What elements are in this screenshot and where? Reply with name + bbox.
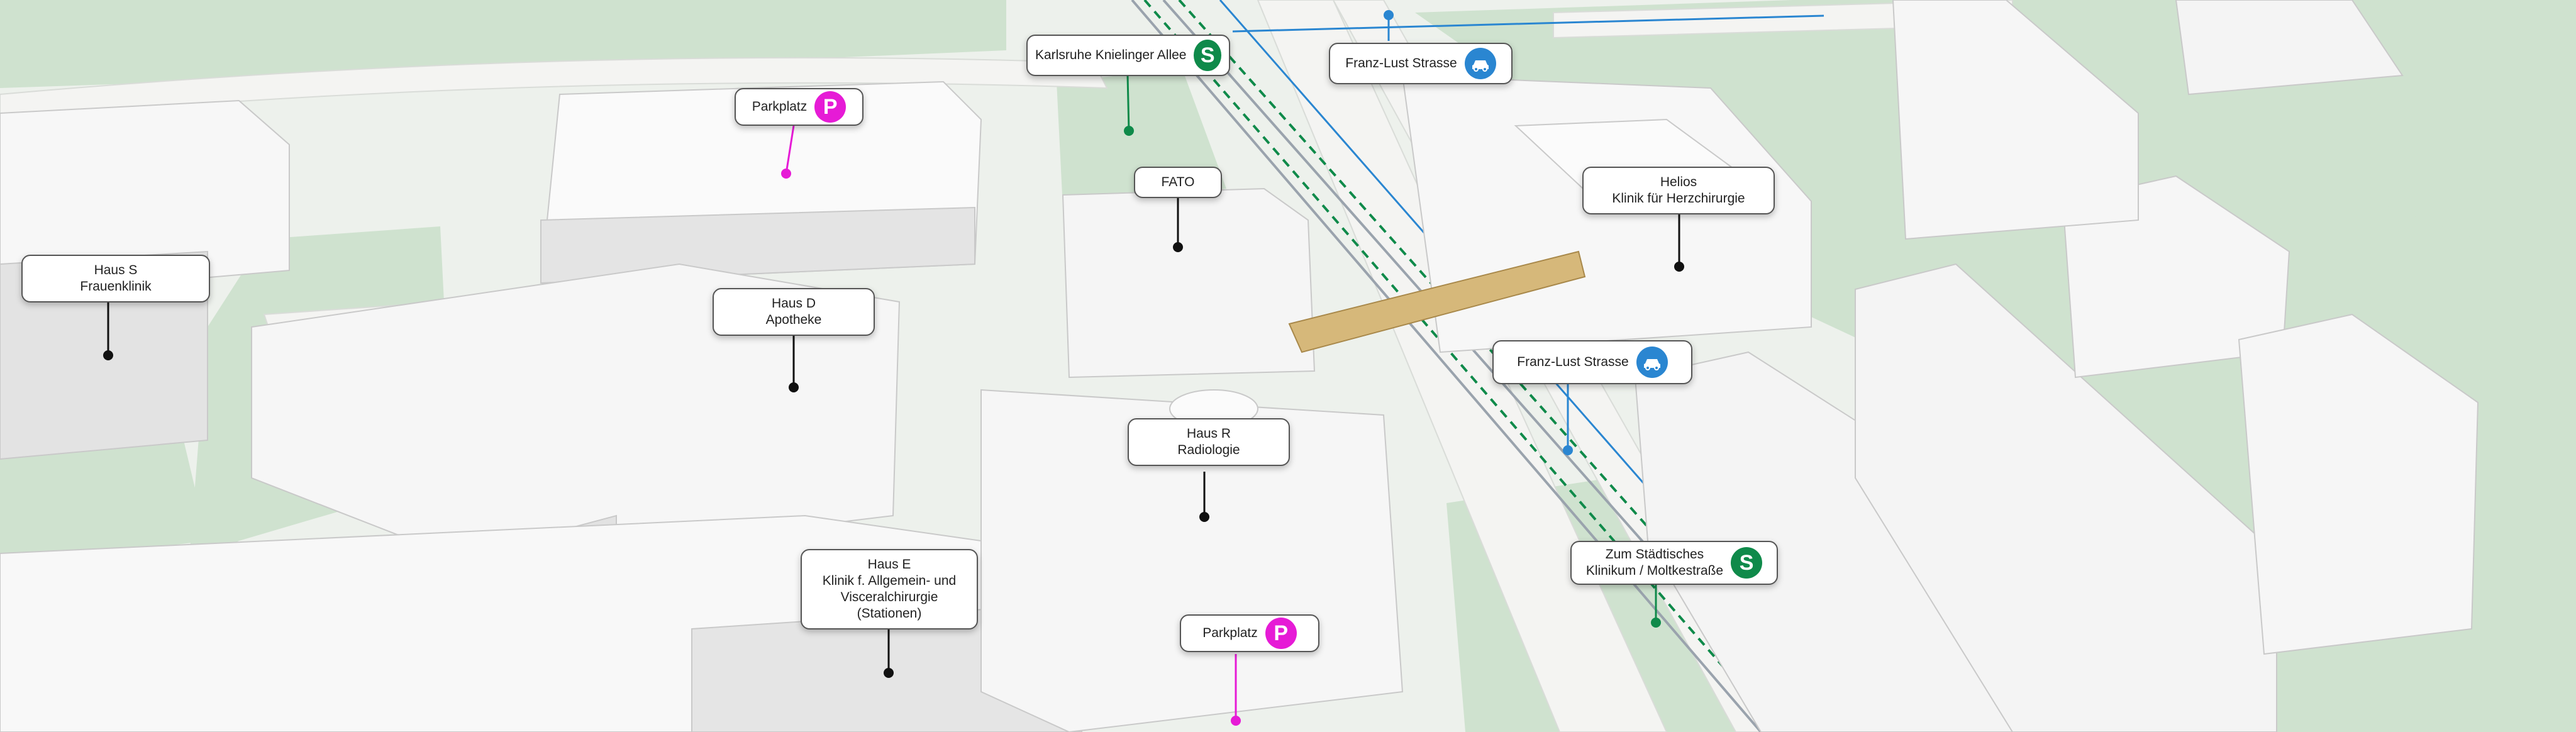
car-icon: [1464, 48, 1496, 79]
label-helios[interactable]: Helios Klinik für Herzchirurgie: [1582, 167, 1775, 214]
label-helios-sub: Klinik für Herzchirurgie: [1612, 191, 1745, 206]
label-haus-r-title: Haus R: [1186, 426, 1231, 441]
label-haus-e[interactable]: Haus E Klinik f. Allgemein- und Visceral…: [801, 549, 978, 629]
footbridge: [1288, 250, 1586, 353]
sbahn-icon: S: [1194, 40, 1221, 71]
label-haus-r-sub: Radiologie: [1177, 443, 1240, 457]
label-haus-s-title: Haus S: [94, 263, 138, 277]
label-parkplatz-top-text: Parkplatz: [752, 99, 808, 114]
label-haus-e-line3: (Stationen): [857, 606, 922, 621]
buildings: [0, 0, 2479, 732]
label-fato-title: FATO: [1161, 175, 1195, 189]
label-franz-lust-top-text: Franz-Lust Strasse: [1345, 56, 1457, 70]
label-haus-d-title: Haus D: [771, 296, 816, 311]
label-haus-e-line2: Visceralchirurgie: [840, 590, 938, 604]
label-helios-title: Helios: [1660, 175, 1697, 189]
parking-icon: P: [1265, 618, 1297, 649]
label-parkplatz-bottom-text: Parkplatz: [1202, 626, 1258, 640]
label-staedtisches-text: Zum Städtisches Klinikum / Moltkestraße: [1586, 546, 1723, 579]
label-haus-d-sub: Apotheke: [765, 313, 822, 327]
label-karlsruhe-knielinger-allee[interactable]: Karlsruhe Knielinger Allee S: [1026, 35, 1230, 76]
label-zum-staedtisches-klinikum[interactable]: Zum Städtisches Klinikum / Moltkestraße …: [1570, 541, 1778, 585]
label-haus-r[interactable]: Haus R Radiologie: [1128, 418, 1290, 466]
label-staedtisches-line2: Klinikum / Moltkestraße: [1585, 563, 1724, 578]
label-parkplatz-top[interactable]: Parkplatz P: [735, 88, 863, 126]
label-franz-lust-top[interactable]: Franz-Lust Strasse: [1329, 43, 1513, 84]
label-franz-lust-mid-text: Franz-Lust Strasse: [1517, 355, 1629, 369]
car-icon: [1636, 347, 1668, 378]
sbahn-icon: S: [1731, 547, 1763, 579]
label-haus-e-line1: Klinik f. Allgemein- und: [822, 574, 957, 588]
pins: [103, 10, 1684, 726]
label-karlsruhe-text: Karlsruhe Knielinger Allee: [1035, 48, 1187, 62]
label-staedtisches-line1: Zum Städtisches: [1605, 547, 1704, 562]
label-franz-lust-mid[interactable]: Franz-Lust Strasse: [1492, 340, 1692, 384]
label-parkplatz-bottom[interactable]: Parkplatz P: [1180, 614, 1319, 652]
label-haus-d[interactable]: Haus D Apotheke: [713, 288, 875, 336]
label-haus-s[interactable]: Haus S Frauenklinik: [21, 255, 210, 302]
label-fato[interactable]: FATO: [1134, 167, 1222, 198]
label-haus-s-sub: Frauenklinik: [80, 279, 152, 294]
parking-icon: P: [814, 91, 847, 123]
label-haus-e-title: Haus E: [867, 557, 911, 572]
